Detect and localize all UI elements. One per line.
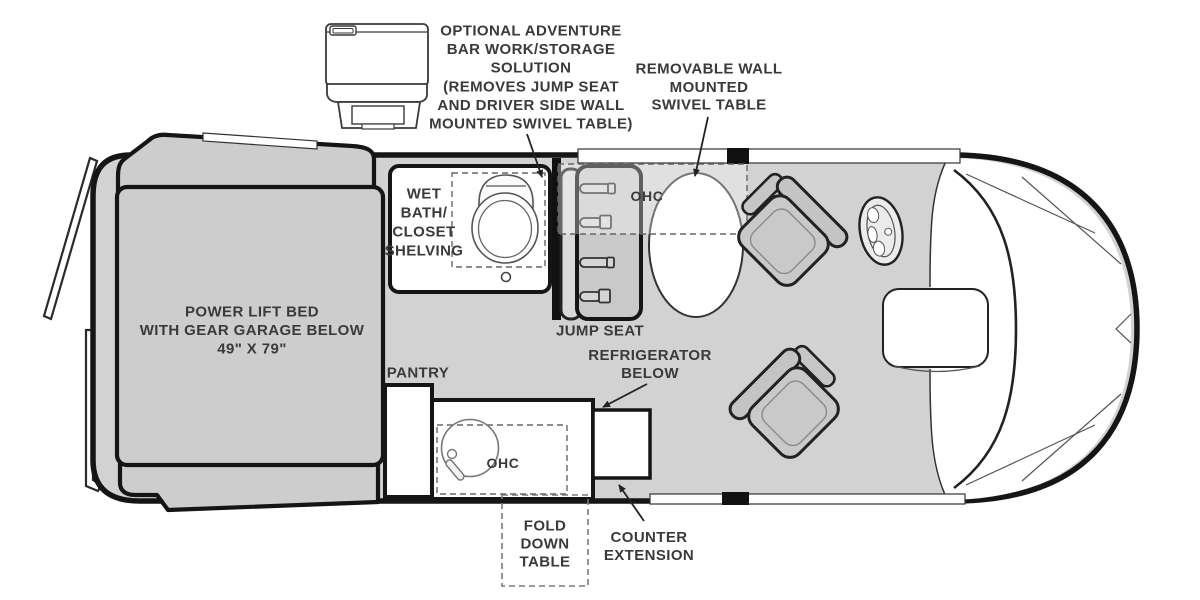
wet-bath-shelf-dashed [451, 172, 546, 268]
bed-label-line3: 49" X 79" [217, 341, 287, 358]
swivel-table-line3: SWIVEL TABLE [651, 97, 766, 114]
adventure-bar-line3: SOLUTION [491, 60, 572, 77]
cab-dashboard [858, 158, 1132, 500]
fold-down-line2: DOWN [520, 536, 569, 553]
refrigerator-line2: BELOW [621, 365, 679, 382]
wet-bath-label-line3: CLOSET [392, 224, 455, 241]
passenger-swivel-seat [728, 344, 840, 459]
ohc-kitchen-label: OHC [487, 455, 520, 471]
steering-wheel-icon [858, 196, 904, 266]
refrigerator-line1: REFRIGERATOR [588, 347, 711, 364]
bed-label: POWER LIFT BED WITH GEAR GARAGE BELOW 49… [140, 304, 365, 358]
dashboard-rear-edge-line [929, 368, 948, 500]
jump-seat [559, 164, 643, 321]
sink-icon [440, 418, 500, 481]
bed-lower-section [117, 461, 381, 513]
ohc-kitchen-dashed [436, 424, 568, 495]
refrigerator-arrow [602, 383, 648, 408]
swivel-table-arrow [693, 116, 709, 177]
door-pillar-markers [722, 148, 749, 505]
adventure-bar-arrow [526, 133, 543, 178]
fold-down-table-annotation: FOLD DOWN TABLE [520, 518, 571, 571]
counter-extension-line1: COUNTER [611, 529, 688, 546]
wet-bath-label: WET BATH/ CLOSET SHELVING [385, 186, 464, 260]
swivel-table-line1: REMOVABLE WALL [636, 61, 783, 78]
bed-label-line2: WITH GEAR GARAGE BELOW [140, 322, 365, 339]
center-console [882, 288, 989, 373]
toilet-icon [471, 174, 539, 264]
jump-seat-mounts [579, 182, 616, 304]
wet-bath-label-line2: BATH/ [401, 205, 448, 222]
bed-upper-window [202, 132, 318, 150]
fold-down-line3: TABLE [520, 554, 571, 571]
power-lift-bed [114, 184, 386, 468]
adventure-bar-illustration [325, 23, 429, 130]
adventure-bar-line6: MOUNTED SWIVEL TABLE) [429, 116, 633, 133]
partition-wall [552, 158, 561, 320]
swivel-table-line2: MOUNTED [670, 79, 749, 96]
adventure-bar-line4: (REMOVES JUMP SEAT [443, 79, 619, 96]
counter-extension-arrow [618, 484, 645, 522]
driver-swivel-seat [737, 172, 849, 287]
fold-down-table-dashed [501, 494, 589, 587]
ohc-overhead-cabinet-top [557, 163, 748, 235]
fold-down-line1: FOLD [524, 518, 566, 535]
windshield-line [953, 168, 1018, 490]
wall-windows [577, 148, 966, 505]
wet-bath: WET BATH/ CLOSET SHELVING [385, 164, 552, 294]
pantry [383, 383, 434, 499]
wet-bath-label-line4: SHELVING [385, 243, 464, 260]
drain-icon [500, 271, 512, 283]
adventure-bar-annotation: OPTIONAL ADVENTURE BAR WORK/STORAGE SOLU… [429, 23, 633, 178]
bed-label-line1: POWER LIFT BED [185, 304, 319, 321]
adventure-bar-line2: BAR WORK/STORAGE [447, 41, 616, 58]
counter-extension-line2: EXTENSION [604, 547, 694, 564]
counter-extension-annotation: COUNTER EXTENSION [604, 484, 694, 564]
refrigerator-annotation: REFRIGERATOR BELOW [588, 347, 711, 408]
wet-bath-label-line1: WET [407, 186, 442, 203]
pantry-label: PANTRY [387, 365, 449, 382]
adventure-bar-line5: AND DRIVER SIDE WALL [437, 97, 624, 114]
hood-crease-lines [965, 173, 1132, 486]
swivel-table-annotation: REMOVABLE WALL MOUNTED SWIVEL TABLE [636, 61, 783, 177]
dashboard-rear-edge-line [929, 158, 948, 288]
kitchen-counter [430, 398, 595, 501]
ohc-top-label: OHC [631, 188, 664, 204]
jump-seat-label: JUMP SEAT [556, 323, 644, 340]
adventure-bar-line1: OPTIONAL ADVENTURE [440, 23, 621, 40]
counter-extension [591, 408, 652, 480]
